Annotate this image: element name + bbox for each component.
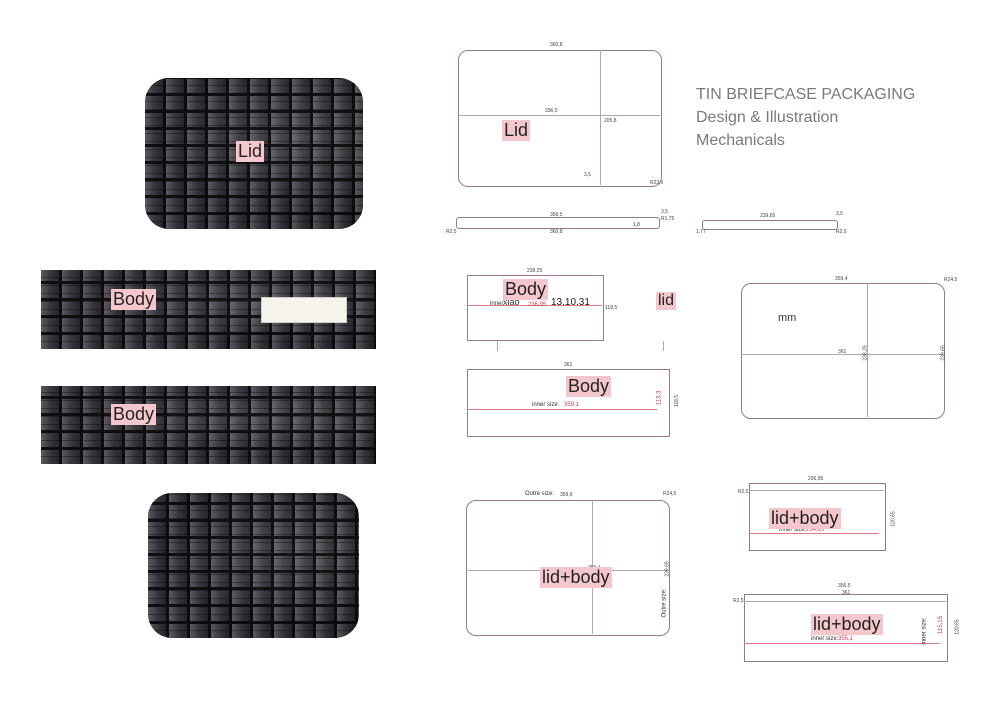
lidbody-r1-top-line <box>749 490 884 491</box>
body-end-tick-left <box>497 341 498 351</box>
lidbody-r2-left: R2,5 <box>733 598 744 604</box>
lidbody-r1-h: 120,65 <box>890 511 897 527</box>
big-top-mid: 361 <box>838 349 847 355</box>
lidbody-top-outline <box>466 500 670 636</box>
bottom-leather-photo <box>148 493 359 638</box>
body-end-red-dim: 236,95 <box>528 302 547 308</box>
body-side-width: 361 <box>564 362 573 368</box>
title-line-1: TIN BRIEFCASE PACKAGING <box>696 86 916 103</box>
lid-end-radius: R2,5 <box>836 229 847 235</box>
lid-top-outline <box>458 50 662 187</box>
lidbody-top-h: 239,65 <box>664 561 671 577</box>
page-title-block: TIN BRIEFCASE PACKAGING Design & Illustr… <box>696 83 915 152</box>
lid-side-h1: 3,5 <box>661 209 668 215</box>
lidbody-r1-label: lid+body <box>769 508 841 529</box>
big-top-h2: 239,65 <box>940 345 947 361</box>
lidbody-r2-outline <box>744 594 948 662</box>
big-top-centerline-h <box>741 354 943 355</box>
body-end-maker: xiao <box>503 297 520 307</box>
lid-side-h2: R1,75 <box>661 216 675 222</box>
lidbody-r1-inner-label: inner size: <box>779 527 807 533</box>
body-side-inner-dim: 359,1 <box>564 402 580 408</box>
big-top-corner: R24,5 <box>944 277 958 283</box>
lidbody-top-outer-side: Outre size: <box>661 588 668 618</box>
lid-radius: R23,5 <box>650 180 664 186</box>
lid-side-width: 356,5 <box>550 212 563 218</box>
product-sticker <box>261 297 347 323</box>
body-leather-strip-2 <box>41 386 376 464</box>
lid-top-centerline-h <box>458 115 660 116</box>
body-end-inner-label: inner <box>490 301 504 307</box>
lidbody-top-radius: R24,5 <box>663 491 677 497</box>
body-side-inner-h: 113,3 <box>656 390 663 406</box>
lid-side-h3: 1,8 <box>633 222 640 228</box>
big-top-width: 359,4 <box>835 276 848 282</box>
body-side-outline <box>467 369 670 437</box>
body-side-h: 118,5 <box>674 394 681 408</box>
lidbody-r1-inner-line <box>749 533 879 534</box>
lidbody-r2-inner-side: inner size: <box>921 617 928 645</box>
lidbody-r2-h: 120,65 <box>954 619 961 635</box>
body-end-inner-line <box>467 305 602 306</box>
lidbody-r2-mid: 361 <box>842 590 851 596</box>
big-top-outline <box>741 283 945 419</box>
body-end-outline <box>467 275 604 341</box>
lid-side-total: 360,8 <box>550 229 563 235</box>
lid-side-left: R2,5 <box>446 229 457 235</box>
lid-corner: 3,5 <box>584 172 591 178</box>
lid-end-outline <box>702 220 838 230</box>
lidbody-r2-top-line <box>744 601 946 602</box>
body-side-inner-line <box>467 409 657 410</box>
body-side-inner-label: inner size: <box>532 402 560 408</box>
title-line-2: Design & Illustration <box>696 109 839 126</box>
big-top-centerline-v <box>867 283 868 417</box>
lid-side-outline <box>456 217 660 229</box>
body-photo-label-2: Body <box>111 404 157 425</box>
lid-top-centerline-v <box>600 50 601 185</box>
body-end-width: 238,25 <box>527 268 543 274</box>
lidbody-r2-inner-h: 115,15 <box>937 616 944 634</box>
lid-small-label: lid <box>656 292 677 311</box>
lidbody-r2-inner-line <box>744 643 940 644</box>
body-end-date: 13.10.31 <box>551 297 590 308</box>
lidbody-r1-outline <box>749 483 886 551</box>
lid-inner-width: 336,5 <box>545 108 558 114</box>
body-side-label: Body <box>566 376 612 397</box>
lid-drawing-label: Lid <box>502 120 531 141</box>
lidbody-r1-inner: 234,85 <box>806 527 825 533</box>
lidbody-r1-width: 236,95 <box>808 476 824 482</box>
body-photo-label-1: Body <box>111 289 157 310</box>
body-end-tick-right <box>663 341 664 351</box>
lid-photo-label: Lid <box>236 141 265 162</box>
lidbody-top-outer-label: Outre size: <box>525 491 555 497</box>
lid-end-width: 239,65 <box>760 213 776 219</box>
lidbody-top-label: lid+body <box>540 567 612 588</box>
lid-end-h: 3,5 <box>836 211 843 217</box>
lidbody-r1-left: R2,5 <box>738 489 749 495</box>
body-end-h: 118,5 <box>605 305 618 311</box>
lid-inner-height: 205,8 <box>604 118 617 124</box>
lidbody-r2-label: lid+body <box>811 614 883 635</box>
lidbody-r2-width: 356,5 <box>838 583 851 589</box>
big-top-unit: mm <box>778 312 797 324</box>
lid-end-left: 1,77 <box>696 229 706 235</box>
body-end-label: Body <box>503 279 549 300</box>
lidbody-r2-inner: 355,1 <box>838 636 854 642</box>
big-top-h: 238,25 <box>862 345 869 361</box>
lidbody-top-outer: 359,6 <box>560 492 573 498</box>
lidbody-r2-inner-label: inner size: <box>811 636 839 642</box>
lid-top-width: 360,8 <box>550 42 563 48</box>
title-line-3: Mechanicals <box>696 132 785 149</box>
